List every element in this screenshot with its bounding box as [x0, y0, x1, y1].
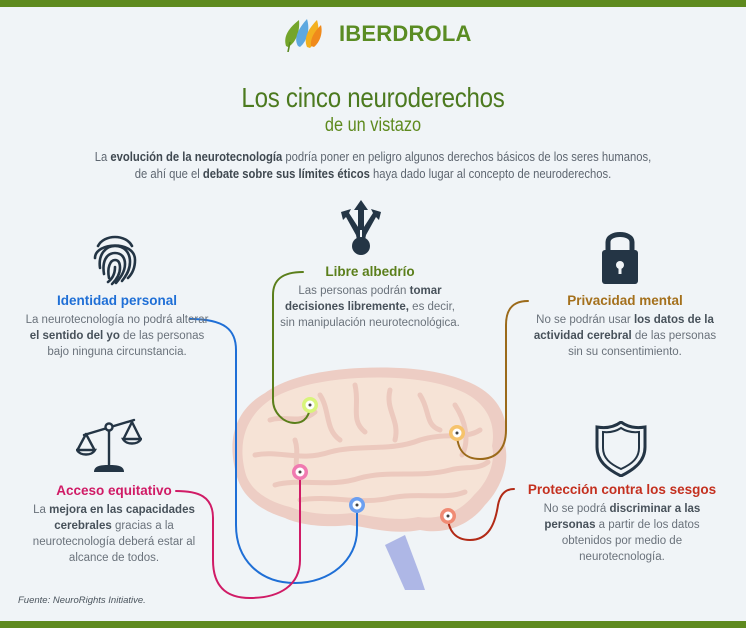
top-brand-bar [0, 0, 746, 7]
iberdrola-logo: IBERDROLA [283, 16, 472, 52]
connector-privacidad [456, 300, 529, 461]
right-body-sesgos: No se podrá discriminar a las personas a… [543, 503, 701, 563]
right-body-privacidad: No se podrán usar los datos de la activi… [533, 314, 717, 358]
right-title-libre: Libre albedrío [325, 264, 415, 279]
padlock-icon [602, 232, 638, 284]
right-title-identidad: Identidad personal [56, 293, 178, 308]
source-citation: Fuente: NeuroRights Initiative. [18, 595, 146, 606]
right-body-libre: Las personas podrán tomar decisiones lib… [280, 285, 460, 329]
right-card-privacidad: Privacidad mental No se podrán usar los … [530, 293, 720, 360]
fingerprint-icon [93, 235, 137, 286]
connector-acceso [175, 471, 301, 600]
page-subtitle: de un vistazo [324, 115, 422, 136]
balance-scale-icon [76, 418, 142, 472]
right-title-acceso: Acceso equitativo [56, 483, 172, 498]
right-card-identidad: Identidad personal La neurotecnología no… [22, 293, 212, 360]
connector-sesgos [447, 488, 515, 542]
connector-identidad [189, 318, 358, 585]
page-title: Los cinco neuroderechos [241, 82, 505, 113]
brain-markers [292, 397, 465, 524]
branching-arrows-icon [341, 200, 381, 255]
bottom-brand-bar [0, 621, 746, 628]
flame-leaf-logo-icon [285, 19, 322, 52]
brain-shape [232, 367, 507, 590]
right-title-sesgos: Protección contra los sesgos [527, 482, 717, 497]
right-card-acceso: Acceso equitativo La mejora en las capac… [16, 483, 212, 566]
right-card-sesgos: Protección contra los sesgos No se podrá… [516, 482, 728, 565]
brand-name: IBERDROLA [339, 21, 472, 46]
right-body-identidad: La neurotecnología no podrá alterar el s… [25, 314, 209, 358]
right-card-libre: Libre albedrío Las personas podrán tomar… [280, 264, 460, 331]
right-body-acceso: La mejora en las capacidades cerebrales … [32, 504, 196, 564]
connector-libre [272, 271, 311, 425]
right-title-privacidad: Privacidad mental [567, 293, 683, 308]
shield-icon [595, 421, 647, 477]
intro-paragraph: La evolución de la neurotecnología podrí… [94, 150, 652, 181]
